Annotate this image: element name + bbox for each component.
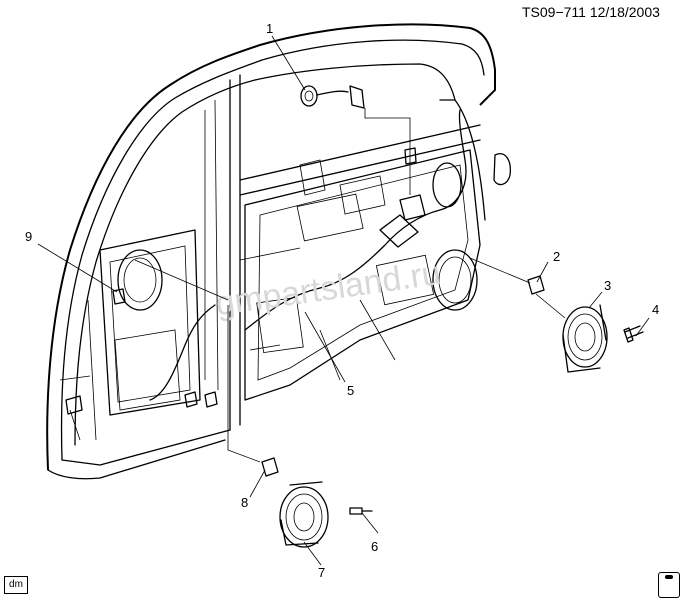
door-frame	[46, 23, 511, 480]
callout-3: 3	[604, 278, 611, 293]
logo-mark-icon	[665, 575, 673, 579]
rear-speaker-connector	[112, 288, 126, 305]
callout-5: 5	[347, 383, 354, 398]
callout-6: 6	[371, 539, 378, 554]
leader-lines	[37, 35, 650, 566]
rear-speaker-screw	[349, 507, 373, 515]
tweeter-with-harness	[300, 85, 365, 109]
speaker-clip-front	[527, 275, 545, 295]
callout-4: 4	[652, 302, 659, 317]
callout-9: 9	[25, 229, 32, 244]
speaker-clip-rear	[261, 457, 279, 477]
front-door-speaker	[562, 304, 608, 373]
callout-2: 2	[553, 249, 560, 264]
corner-tag: dm	[4, 576, 28, 594]
watermark-text: gmpartsland.ru	[213, 254, 443, 323]
gm-spo-logo	[658, 572, 680, 598]
callout-7: 7	[318, 565, 325, 580]
callout-1: 1	[266, 21, 273, 36]
front-speaker-screw	[623, 325, 644, 343]
rear-door-speaker	[279, 481, 329, 548]
callout-8: 8	[241, 495, 248, 510]
diagram-code-date: TS09−711 12/18/2003	[522, 4, 660, 20]
callout-labels: 1 2 3 4 5 6 7 8 9	[25, 21, 659, 580]
